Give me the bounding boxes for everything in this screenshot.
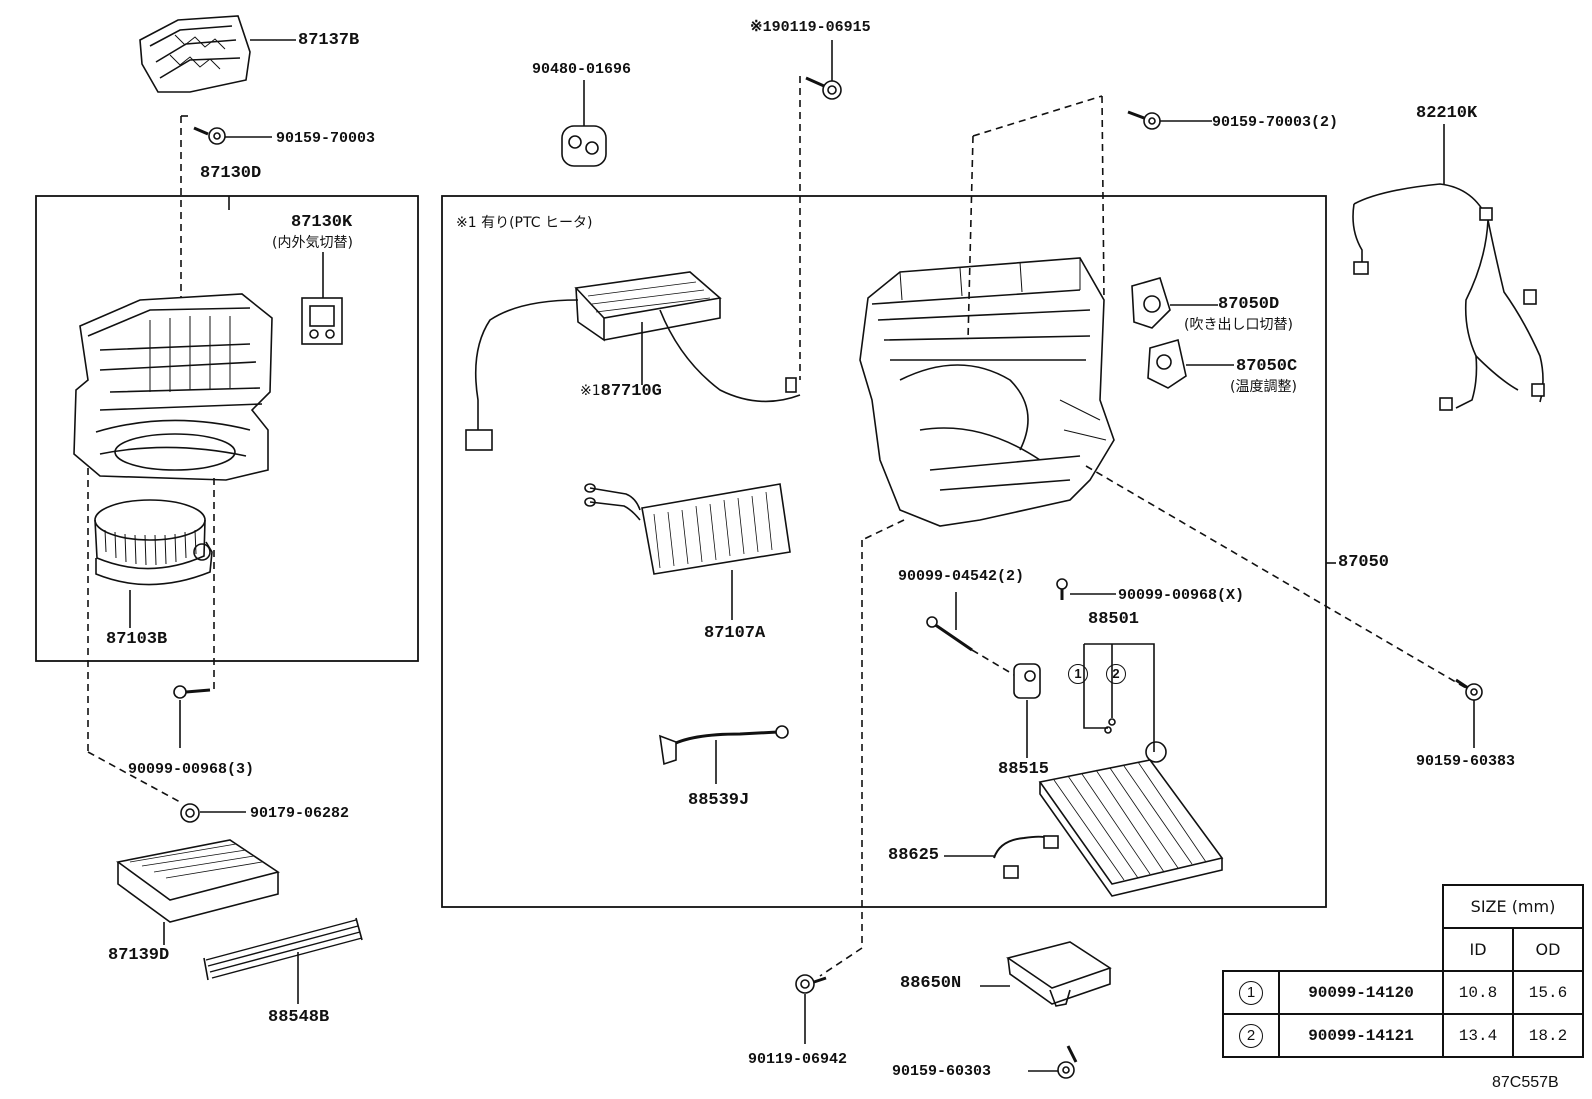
part-87130K-actuator (301, 297, 343, 345)
part-88501-evaporator (1038, 741, 1224, 897)
part-88548B-rods (203, 917, 363, 981)
ptc-heater-note: ※1 有り(PTC ヒータ) (456, 215, 593, 231)
label-82210K: 82210K (1416, 104, 1478, 123)
part-90480-01696-grommet (561, 125, 607, 167)
note-87130K: (内外気切替) (272, 235, 353, 251)
label-90179-06282: 90179-06282 (250, 805, 350, 822)
size-table-od-header: OD (1512, 927, 1584, 972)
ptc-mark-87710G: ※1 (580, 383, 601, 399)
label-87139D: 87139D (108, 946, 170, 965)
label-87137B: 87137B (298, 31, 360, 50)
table-row: 2 90099-14121 13.4 18.2 (1222, 1013, 1584, 1058)
label-87130D: 87130D (200, 164, 262, 183)
label-90159-70003-2: 90159-70003(2) (1212, 114, 1339, 131)
label-90119-06942: 90119-06942 (748, 1051, 848, 1068)
part-87137B-cover (139, 15, 251, 93)
part-87050C-temp-actuator (1147, 338, 1187, 389)
screw-90159-60383 (1455, 678, 1483, 701)
label-88501: 88501 (1088, 610, 1140, 629)
label-87710G: ※187710G (580, 381, 662, 402)
label-87130K: 87130K (291, 213, 353, 232)
label-88548B: 88548B (268, 1008, 330, 1027)
size-table: SIZE (mm) ID OD 1 90099-14120 10.8 15.6 … (1222, 884, 1584, 1058)
circled-2: 2 (1106, 664, 1130, 684)
label-87050C: 87050C (1236, 357, 1298, 376)
row-id: 10.8 (1442, 970, 1514, 1015)
part-87107A-heater-core (584, 483, 791, 575)
part-88625-sensor (993, 835, 1059, 879)
nut-90179-06282 (180, 803, 200, 823)
label-90159-70003: 90159-70003 (276, 130, 376, 147)
label-90099-00968-3: 90099-00968(3) (128, 761, 255, 778)
note-87050D: (吹き出し口切替) (1184, 317, 1293, 333)
row-id: 13.4 (1442, 1013, 1514, 1058)
label-87050D: 87050D (1218, 295, 1280, 314)
label-87103B: 87103B (106, 630, 168, 649)
part-87130D-blower-case (73, 293, 273, 481)
row-part: 90099-14120 (1278, 970, 1444, 1015)
row-od: 18.2 (1512, 1013, 1584, 1058)
screw-90099-00968-left (173, 685, 211, 699)
part-87103B-blower-motor (94, 499, 213, 586)
table-row: 1 90099-14120 10.8 15.6 (1222, 970, 1584, 1015)
screw-90119-06915 (805, 76, 842, 100)
label-88650N: 88650N (900, 974, 962, 993)
part-88515-expansion-valve (1013, 663, 1041, 699)
diagram-code: 87C557B (1492, 1074, 1559, 1091)
part-87710G-ptc-heater (465, 271, 801, 451)
size-table-title: SIZE (mm) (1442, 884, 1584, 929)
label-90119-06915: ※190119-06915 (750, 18, 871, 38)
screw-90099-00968-x (1056, 578, 1068, 600)
row-ref: 1 (1239, 980, 1263, 1005)
label-90099-04542-2: 90099-04542(2) (898, 568, 1025, 585)
label-90159-60383: 90159-60383 (1416, 753, 1516, 770)
size-table-id-header: ID (1442, 927, 1514, 972)
screw-90159-70003-2 (1127, 110, 1161, 130)
label-87050: 87050 (1338, 553, 1390, 572)
part-88539J-hose (659, 725, 789, 766)
label-88539J: 88539J (688, 791, 750, 810)
part-87139D-air-filter (116, 839, 280, 923)
part-82210K-wire-harness (1352, 183, 1545, 411)
label-90099-00968-x: 90099-00968(X) (1118, 587, 1245, 604)
screw-90159-60303 (1057, 1045, 1078, 1079)
label-87107A: 87107A (704, 624, 766, 643)
row-od: 15.6 (1512, 970, 1584, 1015)
label-90480-01696: 90480-01696 (532, 61, 632, 78)
part-88650N-amplifier (1006, 941, 1112, 1007)
part-87050-heater-case (859, 257, 1115, 527)
part-87050D-mode-actuator (1131, 277, 1171, 329)
bolt-90099-04542 (926, 616, 973, 652)
circled-1: 1 (1068, 664, 1092, 684)
label-90119-06915-text: 90119-06915 (771, 19, 871, 36)
blower-unit-frame (35, 195, 419, 662)
label-90159-60303: 90159-60303 (892, 1063, 992, 1080)
label-88625: 88625 (888, 846, 940, 865)
label-88515: 88515 (998, 760, 1050, 779)
heater-unit-frame (441, 195, 1327, 908)
screw-90159-70003 (193, 126, 226, 145)
ptc-mark: ※1 (750, 19, 772, 36)
row-part: 90099-14121 (1278, 1013, 1444, 1058)
label-87710G-text: 87710G (600, 382, 662, 401)
note-87050C: (温度調整) (1230, 379, 1297, 395)
row-ref: 2 (1239, 1023, 1263, 1048)
screw-90119-06942 (795, 974, 827, 994)
